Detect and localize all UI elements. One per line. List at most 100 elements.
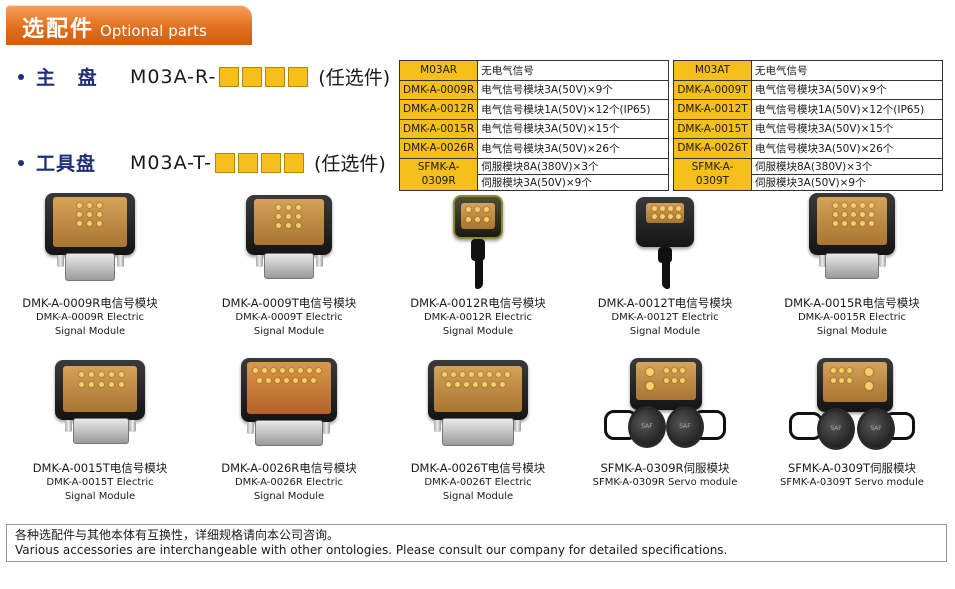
product-dmk-0026t: DMK-A-0026T电信号模块 DMK-A-0026T Electric Si… [388, 358, 568, 504]
bullet-icon [18, 73, 24, 80]
part-option: (任选件) [318, 67, 391, 89]
product-caption-en: DMK-A-0026T Electric [424, 477, 532, 488]
table-desc-cell: 电气信号模块3A(50V)×15个 [477, 118, 669, 139]
table-code-cell: DMK-A-0009R [398, 79, 479, 100]
product-caption-cn: DMK-A-0026T电信号模块 [410, 461, 546, 475]
product-caption-en: DMK-A-0009R Electric [35, 312, 145, 323]
product-image: SAF SAF [600, 358, 730, 458]
product-caption-cn: DMK-A-0015R电信号模块 [784, 296, 920, 310]
part-label: 主 盘 [36, 67, 105, 89]
table-row: DMK-A-0015R 电气信号模块3A(50V)×15个 [398, 118, 669, 139]
option-box [265, 66, 286, 87]
option-box [288, 66, 309, 87]
product-dmk-0012r: DMK-A-0012R电信号模块 DMK-A-0012R Electric Si… [388, 193, 568, 339]
product-caption-en: Signal Module [64, 491, 136, 502]
product-caption-en: DMK-A-0015T Electric [46, 477, 154, 488]
table-desc-cell: 电气信号模块3A(50V)×15个 [751, 118, 943, 139]
footer-note-en: Various accessories are interchangeable … [15, 543, 728, 557]
table-code-cell: DMK-A-0012R [398, 99, 479, 120]
table-row: DMK-A-0026R 电气信号模块3A(50V)×26个 [398, 138, 669, 159]
table-row: DMK-A-0026T 电气信号模块3A(50V)×26个 [673, 138, 943, 159]
table-code-cell: SFMK-A-0309R [398, 157, 479, 191]
table-row: DMK-A-0015T 电气信号模块3A(50V)×15个 [673, 118, 943, 139]
table-desc-cell: 伺服模块8A(380V)×3个 [477, 157, 669, 175]
table-code-cell: M03AT [673, 60, 752, 81]
product-caption-cn: DMK-A-0009T电信号模块 [221, 296, 357, 310]
product-caption-en: Signal Module [253, 491, 325, 502]
table-row: M03AR 无电气信号 [398, 60, 669, 81]
table-desc-cell: 伺服模块3A(50V)×9个 [751, 173, 943, 191]
product-caption-cn: DMK-A-0012R电信号模块 [410, 296, 546, 310]
product-caption-en: SFMK-A-0309R Servo module [592, 477, 738, 488]
option-box [237, 152, 258, 173]
option-box [242, 66, 263, 87]
table-desc-cell: 电气信号模块3A(50V)×26个 [751, 138, 943, 159]
table-code-cell: DMK-A-0026R [398, 138, 479, 159]
table-row: SFMK-A-0309T 伺服模块8A(380V)×3个 [673, 157, 943, 191]
table-desc-cell: 无电气信号 [751, 60, 943, 81]
product-caption-en: Signal Module [442, 491, 514, 502]
table-desc-cell: 伺服模块3A(50V)×9个 [477, 173, 669, 191]
option-box [283, 152, 304, 173]
product-caption-en: DMK-A-0012R Electric [423, 312, 533, 323]
table-code-cell: SFMK-A-0309T [673, 157, 752, 191]
product-dmk-0015t: DMK-A-0015T电信号模块 DMK-A-0015T Electric Si… [10, 358, 190, 504]
section-header: 选配件 Optional parts [6, 5, 252, 45]
product-image: SAF SAF [787, 358, 917, 458]
product-caption-en: DMK-A-0026R Electric [234, 477, 344, 488]
table-code-cell: DMK-A-0026T [673, 138, 752, 159]
table-code-cell: DMK-A-0009T [673, 79, 752, 100]
part-line-main-disk: 主 盘 M03A-R- (任选件) [18, 63, 390, 90]
options-table-t: M03AT 无电气信号 DMK-A-0009T 电气信号模块3A(50V)×9个… [673, 60, 943, 191]
table-row: 伺服模块3A(50V)×9个 [674, 173, 943, 191]
product-dmk-0026r: DMK-A-0026R电信号模块 DMK-A-0026R Electric Si… [199, 358, 379, 504]
product-caption-cn: DMK-A-0012T电信号模块 [597, 296, 733, 310]
table-desc-cell: 电气信号模块3A(50V)×9个 [751, 79, 943, 100]
product-sfmk-0309r: SAF SAF SFMK-A-0309R伺服模块 SFMK-A-0309R Se… [575, 358, 755, 490]
table-code-cell: DMK-A-0015T [673, 118, 752, 139]
part-line-tool-disk: 工具盘 M03A-T- (任选件) [18, 149, 386, 176]
table-desc-cell: 电气信号模块1A(50V)×12个(IP65) [751, 99, 943, 120]
product-caption-en: Signal Module [442, 326, 514, 337]
option-box [260, 152, 281, 173]
table-desc-cell: 电气信号模块1A(50V)×12个(IP65) [477, 99, 669, 120]
part-model: M03A-R- [130, 65, 217, 88]
product-caption-cn: SFMK-A-0309R伺服模块 [600, 461, 730, 475]
part-model: M03A-T- [130, 151, 212, 174]
product-caption-cn: DMK-A-0015T电信号模块 [32, 461, 168, 475]
product-caption-en: Signal Module [816, 326, 888, 337]
options-table-r: M03AR 无电气信号 DMK-A-0009R 电气信号模块3A(50V)×9个… [398, 60, 669, 191]
product-dmk-0012t: DMK-A-0012T电信号模块 DMK-A-0012T Electric Si… [575, 193, 755, 339]
footer-note: 各种选配件与其他本体有互换性，详细规格请向本公司咨询。 Various acce… [6, 524, 950, 565]
product-caption-en: SFMK-A-0309T Servo module [780, 477, 924, 488]
product-caption-en: DMK-A-0009T Electric [235, 312, 343, 323]
section-title-en: Optional parts [100, 22, 207, 40]
table-code-cell: DMK-A-0012T [673, 99, 752, 120]
product-image [242, 193, 336, 293]
section-title-cn: 选配件 [22, 17, 95, 42]
product-caption-en: DMK-A-0015R Electric [797, 312, 907, 323]
table-code-cell: M03AR [398, 60, 479, 81]
product-dmk-0009r: DMK-A-0009R电信号模块 DMK-A-0009R Electric Si… [0, 193, 180, 339]
table-row: DMK-A-0009R 电气信号模块3A(50V)×9个 [398, 79, 669, 100]
table-code-cell: DMK-A-0015R [398, 118, 479, 139]
product-caption-en: Signal Module [253, 326, 325, 337]
table-desc-cell: 电气信号模块3A(50V)×9个 [477, 79, 669, 100]
table-desc-cell: 电气信号模块3A(50V)×26个 [477, 138, 669, 159]
table-row: DMK-A-0012R 电气信号模块1A(50V)×12个(IP65) [398, 99, 669, 120]
product-dmk-0015r: DMK-A-0015R电信号模块 DMK-A-0015R Electric Si… [762, 193, 942, 339]
product-image [431, 193, 525, 293]
option-box [214, 152, 235, 173]
product-image [53, 358, 147, 458]
product-image [426, 358, 530, 458]
product-caption-cn: DMK-A-0009R电信号模块 [22, 296, 158, 310]
product-caption-en: DMK-A-0012T Electric [611, 312, 719, 323]
product-caption-en: Signal Module [629, 326, 701, 337]
part-option: (任选件) [313, 153, 386, 175]
product-image [805, 193, 899, 293]
product-image [239, 358, 339, 458]
product-sfmk-0309t: SAF SAF SFMK-A-0309T伺服模块 SFMK-A-0309T Se… [762, 358, 942, 490]
table-desc-cell: 伺服模块8A(380V)×3个 [751, 157, 943, 175]
bullet-icon [18, 159, 24, 166]
table-row: DMK-A-0012T 电气信号模块1A(50V)×12个(IP65) [673, 99, 943, 120]
